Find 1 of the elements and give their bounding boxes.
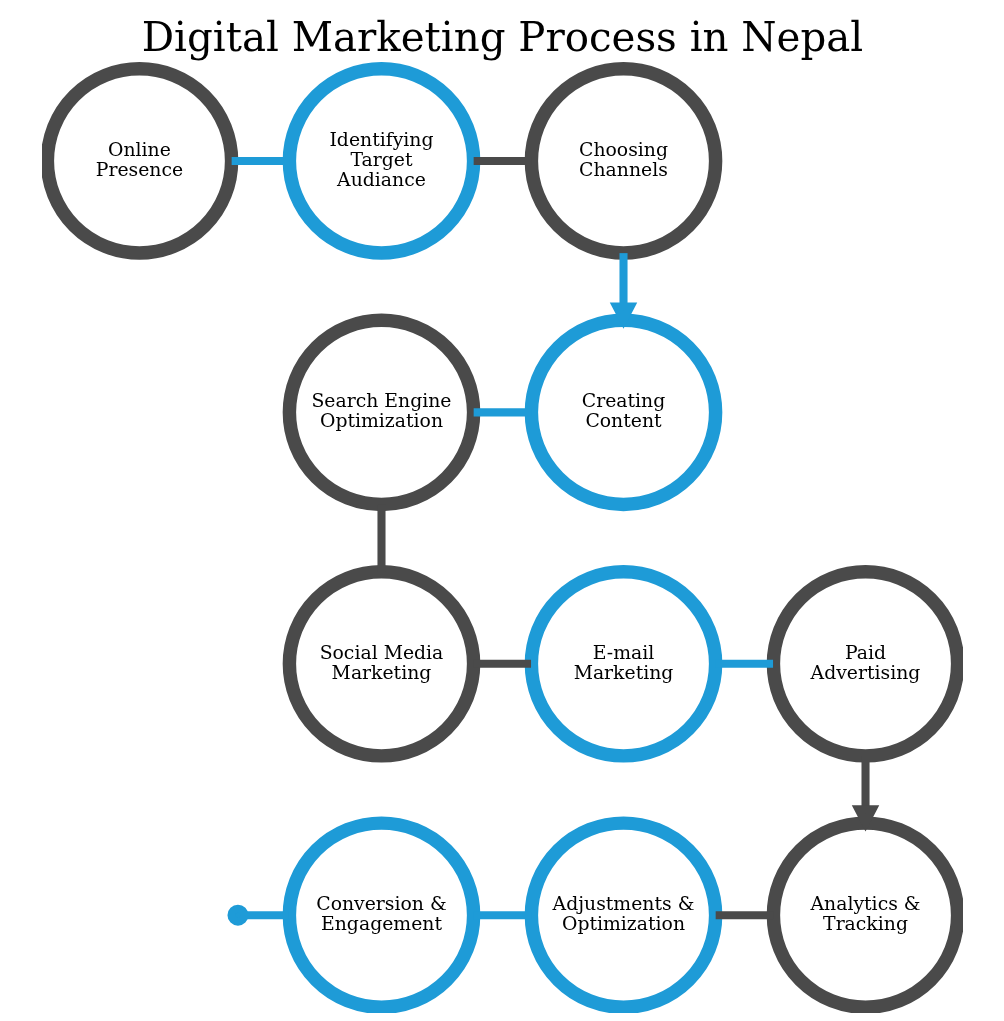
diagram-title: Digital Marketing Process in Nepal	[141, 14, 863, 62]
